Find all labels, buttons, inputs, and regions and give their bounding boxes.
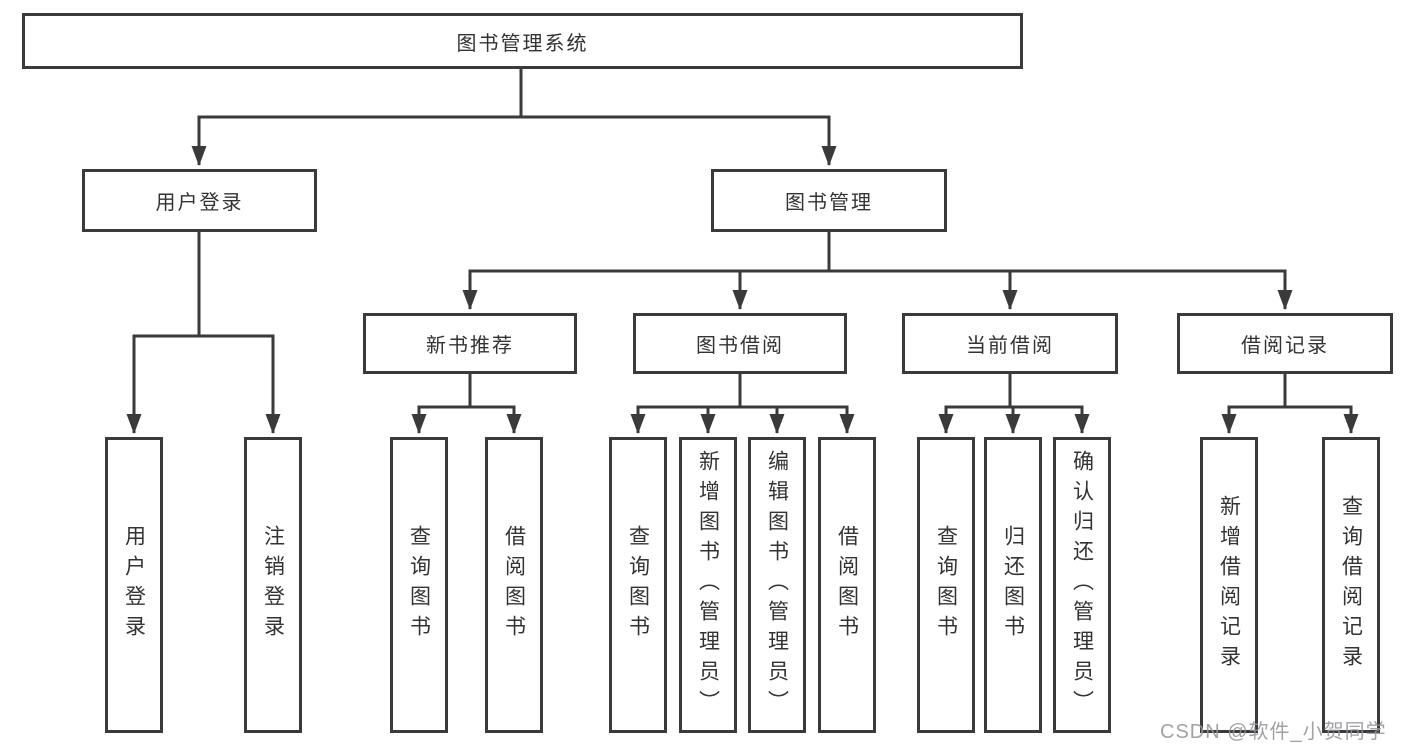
- leaf-query-books-current-label: 查询图书: [934, 525, 958, 645]
- leaf-query-books-borrowing-label: 查询图书: [626, 525, 650, 645]
- leaf-user-login-label: 用户登录: [122, 525, 146, 645]
- leaf-confirm-return-admin: 确认归还（管理员）: [1053, 437, 1111, 733]
- leaf-add-borrow-record-label: 新增借阅记录: [1217, 495, 1241, 675]
- leaf-return-books-label: 归还图书: [1001, 525, 1025, 645]
- node-current-borrowing: 当前借阅: [902, 313, 1118, 374]
- leaf-logout: 注销登录: [244, 437, 302, 733]
- leaf-borrow-books: 借阅图书: [818, 437, 876, 733]
- leaf-query-books-recommend-label: 查询图书: [407, 525, 431, 645]
- node-root: 图书管理系统: [22, 13, 1023, 69]
- leaf-query-borrow-record-label: 查询借阅记录: [1339, 495, 1363, 675]
- leaf-edit-books-admin: 编辑图书（管理员）: [748, 437, 806, 733]
- leaf-borrow-books-label: 借阅图书: [835, 525, 859, 645]
- node-new-book-recommend: 新书推荐: [363, 313, 577, 374]
- node-book-borrowing: 图书借阅: [633, 313, 847, 374]
- leaf-add-books-admin: 新增图书（管理员）: [679, 437, 737, 733]
- leaf-borrow-books-recommend: 借阅图书: [485, 437, 543, 733]
- leaf-query-borrow-record: 查询借阅记录: [1322, 437, 1380, 733]
- leaf-add-borrow-record: 新增借阅记录: [1200, 437, 1258, 733]
- leaf-add-books-admin-label: 新增图书（管理员）: [696, 450, 720, 720]
- leaf-borrow-books-recommend-label: 借阅图书: [502, 525, 526, 645]
- leaf-query-books-current: 查询图书: [917, 437, 975, 733]
- leaf-query-books-borrowing: 查询图书: [609, 437, 667, 733]
- node-book-management: 图书管理: [711, 169, 947, 232]
- leaf-return-books: 归还图书: [984, 437, 1042, 733]
- leaf-edit-books-admin-label: 编辑图书（管理员）: [765, 450, 789, 720]
- node-user-login: 用户登录: [82, 169, 317, 232]
- watermark: CSDN @软件_小贺同学: [1160, 721, 1387, 743]
- leaf-user-login: 用户登录: [105, 437, 163, 733]
- node-borrowing-records: 借阅记录: [1177, 313, 1393, 374]
- leaf-logout-label: 注销登录: [261, 525, 285, 645]
- leaf-query-books-recommend: 查询图书: [390, 437, 448, 733]
- leaf-confirm-return-admin-label: 确认归还（管理员）: [1070, 450, 1094, 720]
